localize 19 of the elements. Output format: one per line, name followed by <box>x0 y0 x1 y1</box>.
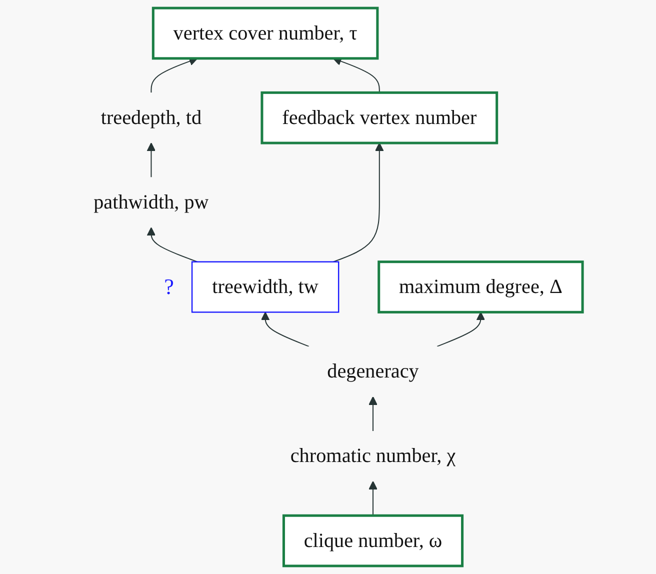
arrow <box>368 480 378 516</box>
node-text: chromatic number, χ <box>290 445 456 468</box>
arrow <box>146 142 156 178</box>
arrow <box>436 312 486 347</box>
node-text: degeneracy <box>327 360 419 383</box>
node-box: treewidth, tw <box>191 261 340 313</box>
node-box: clique number, ω <box>282 514 464 568</box>
annotation-text: ? <box>164 276 174 298</box>
arrow <box>150 57 198 93</box>
arrow <box>368 396 378 431</box>
arrow <box>260 312 310 347</box>
node-box: feedback vertex number <box>260 91 498 144</box>
node-text: pathwidth, pw <box>94 191 209 214</box>
arrow <box>333 142 384 262</box>
arrow <box>332 57 380 93</box>
node-text: treedepth, td <box>100 106 202 129</box>
node-box: vertex cover number, τ <box>152 6 379 60</box>
arrow <box>146 227 198 262</box>
node-box: maximum degree, Δ <box>378 260 584 314</box>
